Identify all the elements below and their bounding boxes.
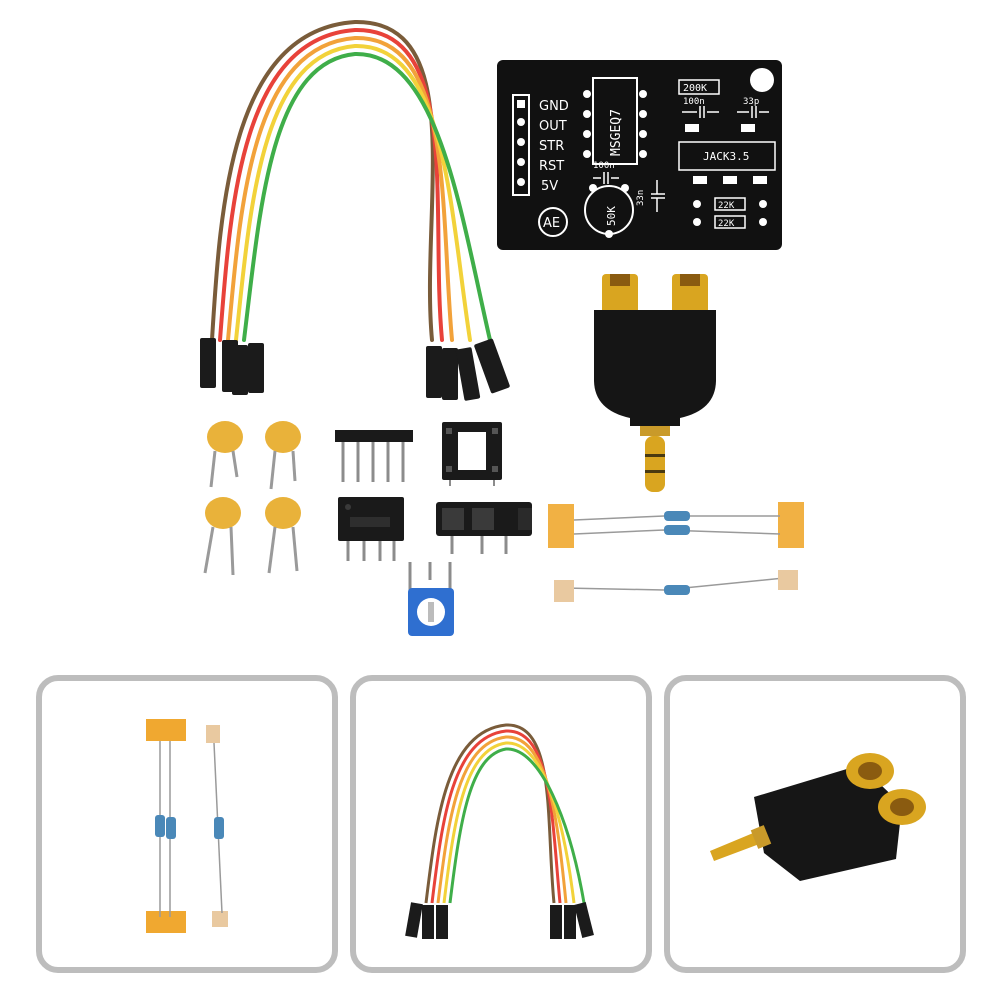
jumper-cable [200, 19, 510, 401]
pin-label-5v: 5V [541, 179, 558, 194]
msgeq7-pcb: GND OUT STR RST 5V MSGEQ7 200K 100n 33p … [497, 60, 782, 250]
pin-label-str: STR [539, 139, 564, 154]
trim-potentiometer [408, 562, 454, 636]
ceramic-capacitors [203, 421, 301, 576]
cap-33n-label: 33n [636, 190, 646, 206]
audio-jack [436, 502, 532, 554]
pin-label-out: OUT [539, 119, 567, 134]
rca-splitter [594, 274, 716, 492]
cap-33p-label: 33p [743, 97, 759, 107]
pot-label: 50K [605, 206, 618, 226]
resistor-22k-b-label: 22K [718, 219, 735, 229]
cap-100n-mid-label: 100n [593, 161, 615, 171]
taped-resistors [548, 502, 804, 602]
thumbnail-cable-image [405, 723, 594, 939]
thumbnail-resistors[interactable] [36, 675, 338, 973]
msgeq7-ic [338, 497, 404, 561]
thumbnail-splitter-image [710, 753, 926, 881]
thumbnail-jumper-cable[interactable] [350, 675, 652, 973]
thumbnail-rca-splitter[interactable] [664, 675, 966, 973]
jack-label: JACK3.5 [703, 150, 749, 163]
cap-100n-top-label: 100n [683, 97, 705, 107]
chip-label: MSGEQ7 [609, 109, 624, 156]
pin-label-rst: RST [539, 159, 564, 174]
resistor-22k-a-label: 22K [718, 201, 735, 211]
pin-label-gnd: GND [539, 99, 569, 114]
ic-socket [442, 422, 502, 486]
pcb-logo: AE [543, 216, 560, 231]
resistor-200k-label: 200K [683, 83, 707, 94]
pin-header [335, 430, 413, 482]
thumbnail-resistors-image [146, 719, 228, 933]
